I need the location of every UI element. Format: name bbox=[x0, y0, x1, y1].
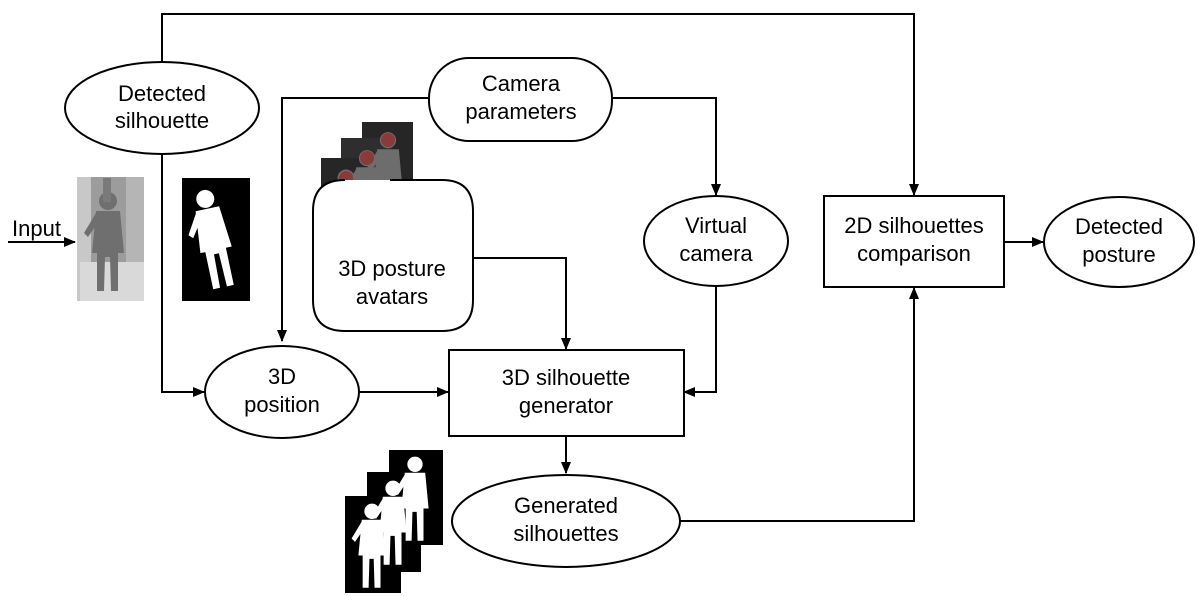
edge-virtual-to-generator bbox=[683, 285, 717, 397]
node-detected-posture: Detected posture bbox=[1043, 196, 1195, 288]
node-silhouette-generator: 3D silhouette generator bbox=[448, 349, 685, 437]
detected-mask bbox=[179, 178, 250, 301]
edge-camera-to-position bbox=[277, 97, 430, 342]
generated-silhouettes-line2: silhouettes bbox=[513, 521, 618, 546]
input-photo bbox=[77, 177, 144, 301]
silhouettes-comparison-line2: comparison bbox=[857, 241, 971, 266]
silhouette-generator-line1: 3D silhouette bbox=[502, 365, 630, 390]
position-line1: 3D bbox=[268, 364, 296, 389]
camera-parameters-line2: parameters bbox=[465, 99, 576, 124]
edges bbox=[8, 13, 1044, 522]
generated-stack bbox=[345, 450, 443, 593]
edge-silhouette-to-comparison bbox=[161, 13, 919, 196]
position-line2: position bbox=[244, 392, 320, 417]
silhouette-generator-line2: generator bbox=[519, 393, 613, 418]
node-3d-position: 3D position bbox=[204, 345, 360, 439]
silhouettes-comparison-line1: 2D silhouettes bbox=[844, 213, 983, 238]
virtual-camera-line2: camera bbox=[679, 241, 753, 266]
detected-posture-line1: Detected bbox=[1075, 214, 1163, 239]
node-silhouettes-comparison: 2D silhouettes comparison bbox=[823, 195, 1005, 288]
detected-silhouette-line2: silhouette bbox=[115, 108, 209, 133]
detected-posture-line2: posture bbox=[1082, 242, 1155, 267]
node-posture-avatars: 3D posture avatars bbox=[312, 179, 474, 332]
edge-silhouette-to-position bbox=[161, 155, 205, 397]
detected-silhouette-line1: Detected bbox=[118, 81, 206, 106]
node-detected-silhouette: Detected silhouette bbox=[64, 61, 260, 155]
generated-silhouettes-line1: Generated bbox=[514, 493, 618, 518]
posture-avatars-line1: 3D posture bbox=[338, 256, 446, 281]
edge-generated-to-comparison bbox=[680, 287, 919, 522]
node-generated-silhouettes: Generated silhouettes bbox=[451, 474, 681, 568]
node-virtual-camera: Virtual camera bbox=[643, 195, 789, 287]
edge-camera-to-virtual bbox=[612, 97, 721, 196]
input-label: Input bbox=[12, 216, 61, 241]
camera-parameters-line1: Camera bbox=[482, 71, 561, 96]
edge-avatars-to-generator bbox=[473, 257, 571, 350]
posture-avatars-line2: avatars bbox=[356, 284, 428, 309]
virtual-camera-line1: Virtual bbox=[685, 213, 747, 238]
node-camera-parameters: Camera parameters bbox=[428, 57, 613, 142]
